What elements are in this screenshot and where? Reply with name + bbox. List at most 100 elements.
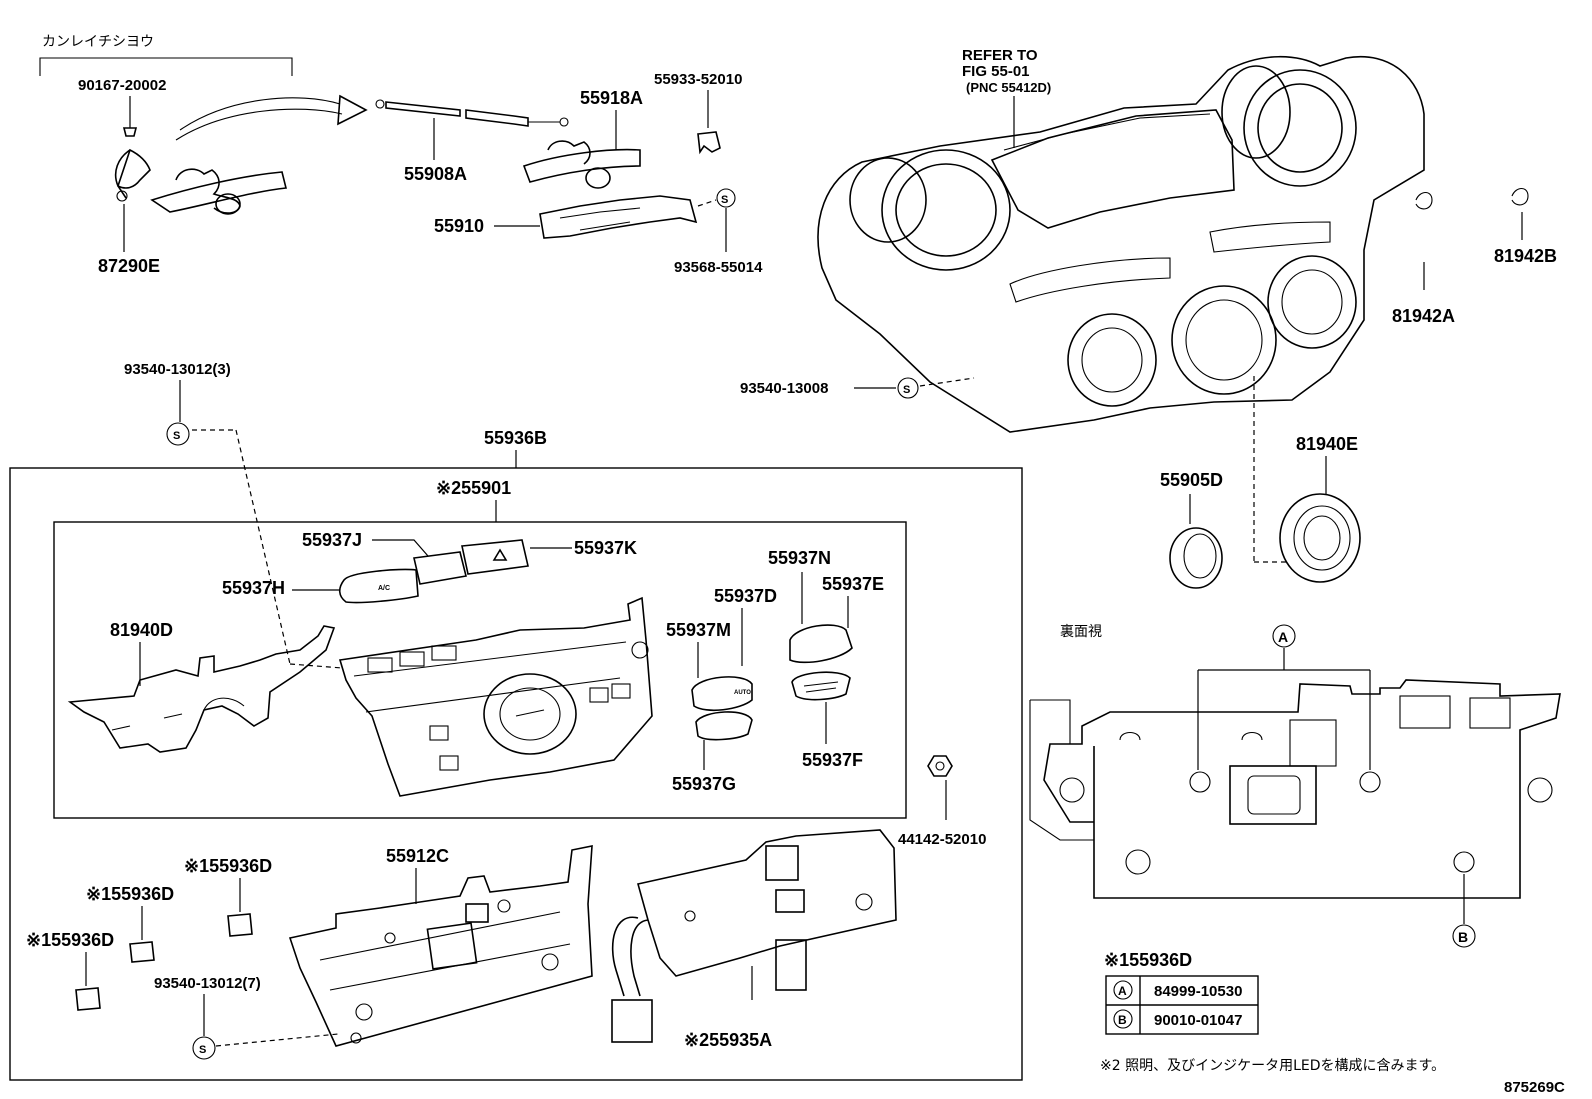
label-90167-20002: 90167-20002 bbox=[78, 77, 166, 94]
label-55918A: 55918A bbox=[580, 88, 643, 108]
button-row-top: 55937J 55937K 55937H A/C bbox=[222, 530, 637, 604]
rear-view-group: 裏面視 A B bbox=[1029, 623, 1561, 948]
label-55936D-3: ※155936D bbox=[26, 930, 114, 950]
bracket-kanreichi bbox=[39, 57, 293, 76]
legend-key-a: A bbox=[1118, 984, 1127, 998]
bracket-55910 bbox=[539, 195, 698, 239]
temp-dial bbox=[483, 673, 577, 755]
button-55937K bbox=[461, 539, 529, 575]
clip-55933 bbox=[697, 131, 721, 155]
label-55901: ※255901 bbox=[436, 478, 511, 498]
label-55910: 55910 bbox=[434, 216, 484, 236]
label-pnc: (PNC 55412D) bbox=[966, 80, 1051, 95]
svg-text:A: A bbox=[1278, 629, 1288, 645]
connector bbox=[611, 999, 653, 1043]
cable-assembly-group: カンレイチシヨウ 90167-20002 87290E 55908A 55918… bbox=[39, 34, 763, 276]
svg-text:S: S bbox=[173, 430, 180, 442]
dial-center bbox=[1171, 285, 1277, 395]
bulb-2 bbox=[129, 941, 155, 963]
socket-87290E bbox=[114, 148, 151, 199]
rear-connector bbox=[1229, 765, 1317, 825]
label-55933-52010: 55933-52010 bbox=[654, 71, 742, 88]
legend-part-a: 84999-10530 bbox=[1154, 983, 1242, 1000]
label-55937K: 55937K bbox=[574, 538, 637, 558]
center-cluster-group: REFER TO FIG 55-01 (PNC 55412D) 81942A 8… bbox=[740, 47, 1557, 563]
label-93540-13008: 93540-13008 bbox=[740, 380, 828, 397]
right-vent bbox=[1243, 69, 1357, 187]
rear-panel-outline bbox=[1043, 679, 1561, 899]
label-55937N: 55937N bbox=[768, 548, 831, 568]
label-93540-13012-3: 93540-13012(3) bbox=[124, 361, 231, 378]
label-81940D: 81940D bbox=[110, 620, 173, 640]
svg-text:S: S bbox=[721, 194, 728, 206]
label-kanreichi: カンレイチシヨウ bbox=[42, 34, 154, 50]
knob-group: 81940E 55905D bbox=[1160, 434, 1361, 589]
nut-44142 bbox=[927, 755, 953, 777]
label-55908A: 55908A bbox=[404, 164, 467, 184]
label-55937H: 55937H bbox=[222, 578, 285, 598]
assembly-box-55936B bbox=[9, 467, 1023, 1081]
label-55936D-2: ※155936D bbox=[86, 884, 174, 904]
label-refer-to: REFER TO bbox=[962, 47, 1038, 64]
board-55912C: 55912C bbox=[288, 845, 593, 1047]
label-81942B: 81942B bbox=[1494, 246, 1557, 266]
label-93568-55014: 93568-55014 bbox=[674, 259, 763, 276]
pod-55937G bbox=[695, 711, 753, 741]
svg-text:S: S bbox=[199, 1044, 206, 1056]
svg-text:B: B bbox=[1458, 929, 1468, 945]
bulb-1 bbox=[227, 913, 253, 937]
clip-81942A bbox=[1415, 191, 1433, 210]
left-vent bbox=[849, 157, 927, 243]
marker-b bbox=[1452, 924, 1476, 948]
bulb-3 bbox=[75, 987, 101, 1011]
control-panel-55901 bbox=[338, 596, 653, 797]
label-81940E: 81940E bbox=[1296, 434, 1358, 454]
pod-55937N bbox=[789, 624, 853, 664]
footnote: ※2 照明、及びインジケータ用LEDを構成に含みます。 bbox=[1100, 1058, 1445, 1074]
label-55937D: 55937D bbox=[714, 586, 777, 606]
bulb-group: ※155936D ※155936D ※155936D bbox=[26, 856, 272, 1011]
svg-text:AUTO: AUTO bbox=[734, 690, 751, 696]
button-55937H bbox=[338, 568, 419, 604]
cable-55908A bbox=[385, 101, 461, 117]
pod-55937F bbox=[791, 671, 851, 701]
screw-93568 bbox=[716, 188, 736, 208]
svg-text:A/C: A/C bbox=[378, 585, 390, 592]
label-55937M: 55937M bbox=[666, 620, 731, 640]
arrow-head bbox=[337, 94, 368, 126]
legend-table: ※155936D A 84999-10530 B 90010-01047 bbox=[1104, 950, 1259, 1035]
subassembly-box-55901 bbox=[53, 521, 907, 819]
display-opening bbox=[990, 109, 1235, 229]
knob-lever-left bbox=[150, 171, 287, 213]
slot-left bbox=[1009, 257, 1171, 303]
bezel-outline bbox=[817, 55, 1425, 433]
clip-81942B bbox=[1511, 187, 1529, 206]
circuit-55935A: ※255935A bbox=[611, 829, 897, 1050]
label-rear-view: 裏面視 bbox=[1060, 623, 1102, 640]
label-55937G: 55937G bbox=[672, 774, 736, 794]
label-81942A: 81942A bbox=[1392, 306, 1455, 326]
label-93540-13012-7: 93540-13012(7) bbox=[154, 975, 261, 992]
screw-93540-13008 bbox=[897, 377, 919, 399]
label-55937E: 55937E bbox=[822, 574, 884, 594]
dial-left bbox=[1067, 313, 1157, 407]
bracket-81940D: 81940D bbox=[67, 620, 336, 753]
cap-55905D bbox=[1169, 527, 1223, 589]
label-87290E: 87290E bbox=[98, 256, 160, 276]
diagram-id: 875269C bbox=[1504, 1079, 1565, 1096]
screw-93540-13012-3 bbox=[166, 422, 190, 446]
marker-a bbox=[1272, 624, 1296, 648]
label-55937J: 55937J bbox=[302, 530, 362, 550]
knob-55918A bbox=[522, 148, 641, 183]
svg-text:S: S bbox=[903, 384, 910, 396]
bolt-90167 bbox=[122, 127, 138, 137]
wire-harness bbox=[611, 916, 639, 997]
knob-81940E bbox=[1279, 493, 1361, 583]
pod-55937D bbox=[691, 676, 753, 712]
label-55935A: ※255935A bbox=[684, 1030, 772, 1050]
screw-93540-13012-7 bbox=[192, 1036, 216, 1060]
label-44142-52010: 44142-52010 bbox=[898, 831, 986, 848]
arrow-shaft bbox=[179, 97, 341, 131]
